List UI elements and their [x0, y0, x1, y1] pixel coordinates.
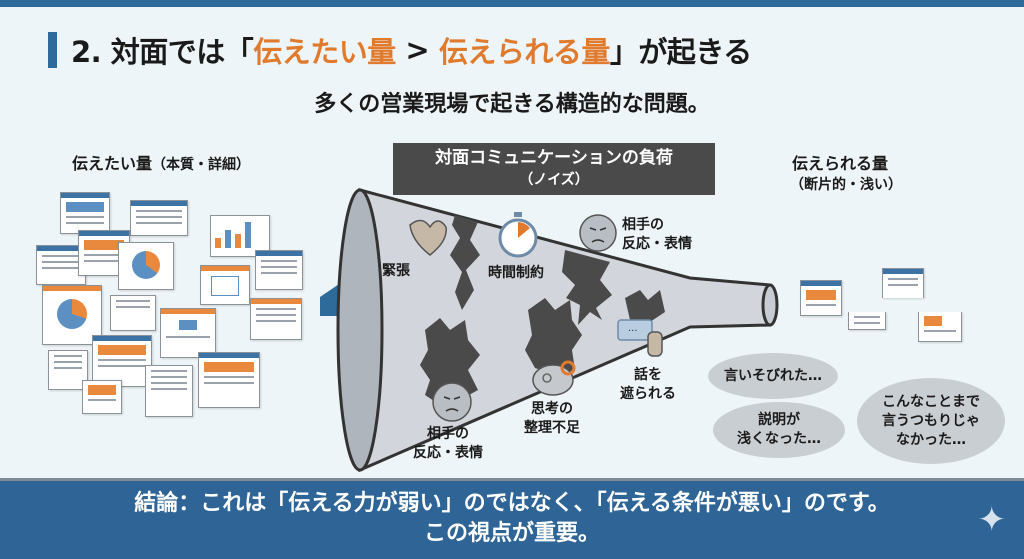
- stopwatch-icon: [498, 212, 538, 258]
- document-fragment-icon: [800, 280, 842, 316]
- noise-label-text: 相手の: [622, 217, 664, 233]
- bubble-text: こんなことまで: [882, 393, 980, 410]
- document-icon: [82, 380, 122, 414]
- document-icon: [60, 192, 110, 234]
- page-title: 2. 対面では「 伝えたい量 > 伝えられる量 」が起きる: [48, 28, 752, 72]
- noise-box: 対面コミュニケーションの負荷 （ノイズ）: [393, 143, 715, 195]
- sparkle-icon: ✦: [977, 500, 1007, 540]
- document-icon: [250, 298, 302, 340]
- title-highlight-want: 伝えたい量: [253, 35, 396, 69]
- noise-label-text: 遮られる: [620, 386, 676, 402]
- funnel-outlet: [761, 283, 779, 327]
- title-greater-than: >: [395, 33, 439, 67]
- noise-label-text: 話を: [634, 367, 662, 383]
- left-label-main: 伝えたい量: [72, 154, 153, 173]
- top-bar: [0, 0, 1024, 7]
- bubble-text: なかった…: [896, 431, 966, 448]
- funnel-mouth: [336, 188, 384, 472]
- left-label-sub: （本質・詳細）: [152, 157, 251, 173]
- subtitle: 多くの営業現場で起きる構造的な問題。: [314, 92, 710, 117]
- bubble-text: 言いそびれた…: [724, 367, 822, 384]
- document-fragment-icon: [918, 312, 962, 342]
- speech-bubble: 言いそびれた…: [708, 353, 838, 399]
- document-icon: [92, 335, 152, 387]
- title-highlight-can: 伝えられる量: [438, 35, 611, 69]
- org-chart-document-icon: [160, 308, 216, 358]
- noise-label-text: 反応・表情: [622, 236, 692, 252]
- conclusion-line-2: この視点が重要。: [423, 521, 600, 546]
- noise-label-thinking: 思考の整理不足: [524, 400, 580, 438]
- noise-box-title: 対面コミュニケーションの負荷: [435, 148, 673, 168]
- bubble-text: 言うつもりじゃ: [882, 412, 980, 429]
- noise-label-text: 思考の: [531, 401, 573, 417]
- noise-label-text: 緊張: [382, 263, 410, 279]
- pie-chart-document-icon: [118, 242, 174, 290]
- document-icon: [255, 250, 303, 290]
- right-label-main: 伝えられる量: [791, 154, 888, 173]
- document-icon: [198, 352, 260, 408]
- image-document-icon: [200, 265, 250, 305]
- people-document-icon: [110, 295, 156, 331]
- title-accent-bar: [48, 32, 57, 68]
- noise-label-text: 相手の: [427, 426, 469, 442]
- document-fragment-icon: [882, 268, 924, 298]
- noise-box-sub: （ノイズ）: [519, 172, 589, 188]
- noise-label-reaction-top: 相手の反応・表情: [622, 216, 692, 254]
- document-fragment-icon: [848, 312, 886, 330]
- noise-label-time: 時間制約: [488, 264, 544, 283]
- bubble-text: 浅くなった…: [737, 431, 821, 447]
- left-label: 伝えたい量（本質・詳細）: [72, 150, 250, 174]
- right-label-sub: （断片的・浅い）: [790, 177, 902, 193]
- bubble-text: 説明が: [758, 412, 800, 428]
- noise-label-reaction-bottom: 相手の反応・表情: [413, 425, 483, 463]
- title-suffix: 」が起きる: [609, 35, 752, 69]
- title-prefix: 2. 対面では「: [71, 35, 254, 69]
- hand-stop-icon: ···: [617, 319, 663, 357]
- speech-bubble: こんなことまで言うつもりじゃなかった…: [857, 378, 1005, 464]
- conclusion-banner: 結論：これは「伝える力が弱い」のではなく、「伝える条件が悪い」のです。 この視点…: [0, 478, 1024, 559]
- noise-label-tension: 緊張: [382, 262, 410, 281]
- frown-face-icon: [579, 214, 617, 252]
- document-icon: [48, 350, 88, 390]
- speech-bubble: 説明が浅くなった…: [713, 402, 845, 458]
- heart-icon: [409, 219, 447, 256]
- document-icon: [145, 365, 193, 417]
- noise-label-text: 反応・表情: [413, 445, 483, 461]
- document-icon: [130, 200, 188, 236]
- noise-spikes: [420, 215, 665, 405]
- noise-label-interrupted: 話を遮られる: [620, 366, 676, 404]
- svg-text:···: ···: [628, 326, 638, 337]
- conclusion-line-1: 結論：これは「伝える力が弱い」のではなく、「伝える条件が悪い」のです。: [134, 491, 890, 516]
- right-label: 伝えられる量 （断片的・浅い）: [790, 150, 902, 194]
- noise-label-text: 時間制約: [488, 265, 544, 281]
- noise-label-text: 整理不足: [524, 420, 580, 436]
- frown-face-icon: [432, 382, 472, 422]
- brain-gears-icon: [532, 360, 576, 396]
- funnel-diagram: ···: [320, 188, 779, 473]
